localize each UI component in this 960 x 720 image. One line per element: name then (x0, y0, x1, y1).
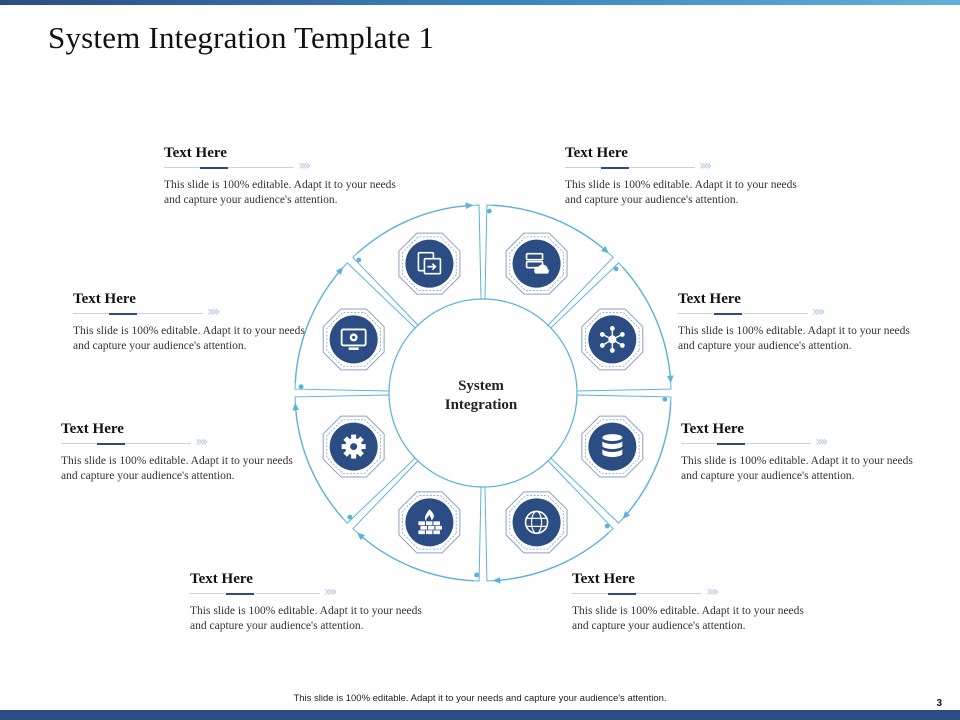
chevrons-icon: ›››› (195, 434, 209, 450)
chevrons-icon: ›››› (815, 434, 829, 450)
text-block-bottom-right: Text Here ›››› This slide is 100% editab… (572, 571, 812, 633)
block-heading: Text Here (73, 291, 136, 307)
block-heading: Text Here (565, 145, 628, 161)
block-body: This slide is 100% editable. Adapt it to… (572, 605, 804, 632)
settings-gear-icon (322, 415, 385, 478)
chevrons-icon: ›››› (207, 304, 221, 320)
chevrons-icon: ›››› (298, 158, 312, 174)
arrow-dot (356, 257, 362, 263)
flow-arrow (294, 267, 344, 384)
network-hub-icon (581, 308, 644, 371)
footer-note: This slide is 100% editable. Adapt it to… (293, 693, 667, 704)
heading-rule: ›››› (572, 584, 742, 600)
chevrons-icon: ›››› (706, 584, 720, 600)
arrow-dot (486, 208, 492, 214)
text-block-left-upper: Text Here ›››› This slide is 100% editab… (73, 291, 313, 353)
block-body: This slide is 100% editable. Adapt it to… (681, 455, 913, 482)
chevrons-icon: ›››› (324, 584, 338, 600)
arrow-dot (474, 572, 480, 578)
chevrons-icon: ›››› (699, 158, 713, 174)
block-body: This slide is 100% editable. Adapt it to… (73, 325, 305, 352)
top-accent-bar (0, 0, 960, 5)
block-heading: Text Here (61, 421, 124, 437)
arrow-dot (613, 266, 619, 272)
page-number: 3 (936, 698, 942, 709)
arrow-dot (298, 384, 304, 390)
block-body: This slide is 100% editable. Adapt it to… (565, 179, 797, 206)
window-transfer-icon (398, 232, 461, 295)
heading-rule: ›››› (565, 158, 735, 174)
flow-arrow (492, 532, 610, 584)
block-body: This slide is 100% editable. Adapt it to… (190, 605, 422, 632)
firewall-icon (398, 491, 461, 554)
flow-arrow (492, 204, 609, 254)
database-icon (581, 415, 644, 478)
block-heading: Text Here (678, 291, 741, 307)
block-heading: Text Here (681, 421, 744, 437)
flow-arrow (292, 402, 344, 520)
block-heading: Text Here (190, 571, 253, 587)
text-block-bottom-left: Text Here ›››› This slide is 100% editab… (190, 571, 430, 633)
flow-arrow (356, 202, 474, 254)
arrow-dot (604, 523, 610, 529)
text-block-right-lower: Text Here ›››› This slide is 100% editab… (681, 421, 921, 483)
flow-arrow (357, 532, 474, 582)
slide-title: System Integration Template 1 (48, 20, 435, 55)
text-block-top-left: Text Here ›››› This slide is 100% editab… (164, 145, 404, 207)
center-label: System Integration (420, 377, 542, 415)
flow-arrow (622, 266, 674, 384)
block-body: This slide is 100% editable. Adapt it to… (61, 455, 293, 482)
monitor-gear-icon (322, 308, 385, 371)
heading-rule: ›››› (681, 434, 851, 450)
text-block-right-upper: Text Here ›››› This slide is 100% editab… (678, 291, 918, 353)
block-heading: Text Here (572, 571, 635, 587)
flow-arrow (622, 402, 672, 519)
heading-rule: ›››› (73, 304, 243, 320)
block-heading: Text Here (164, 145, 227, 161)
center-label-line2: Integration (444, 397, 518, 413)
arrow-dot (347, 514, 353, 520)
heading-rule: ›››› (678, 304, 848, 320)
block-body: This slide is 100% editable. Adapt it to… (678, 325, 910, 352)
center-label-line1: System (458, 378, 504, 394)
heading-rule: ›››› (61, 434, 231, 450)
text-block-left-lower: Text Here ›››› This slide is 100% editab… (61, 421, 301, 483)
text-block-top-right: Text Here ›››› This slide is 100% editab… (565, 145, 805, 207)
block-body: This slide is 100% editable. Adapt it to… (164, 179, 396, 206)
arrow-dot (662, 396, 668, 402)
center-circle (388, 298, 578, 488)
server-cloud-icon (505, 232, 568, 295)
heading-rule: ›››› (190, 584, 360, 600)
chevrons-icon: ›››› (812, 304, 826, 320)
globe-www-icon (505, 491, 568, 554)
heading-rule: ›››› (164, 158, 334, 174)
bottom-accent-bar (0, 710, 960, 720)
